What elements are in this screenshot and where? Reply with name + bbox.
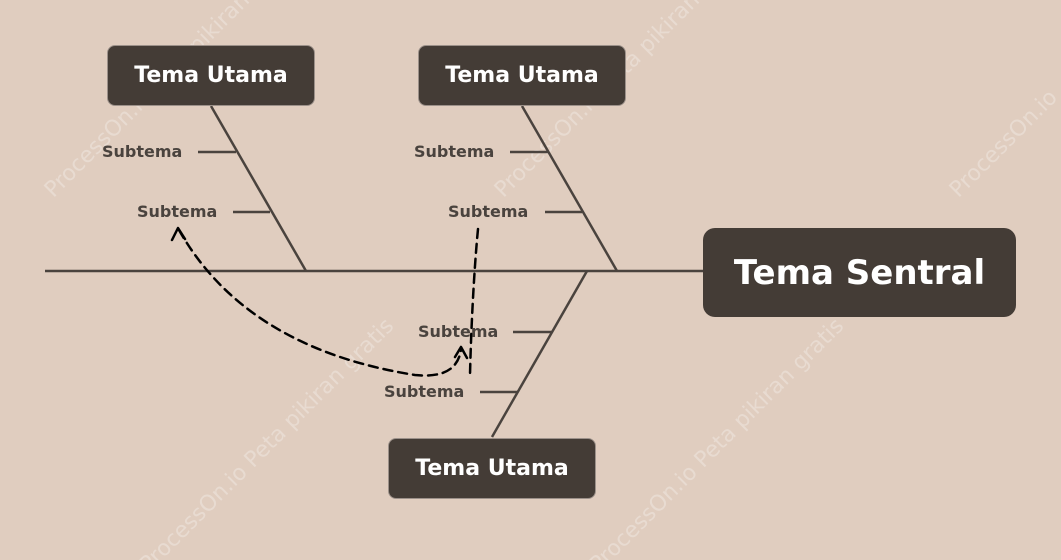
arrowhead [453,345,469,360]
main-topic-box[interactable]: Tema Utama [107,45,315,106]
arrowhead [170,226,187,242]
central-topic-box[interactable]: Tema Sentral [703,228,1016,317]
subtopic-label[interactable]: Subtema [137,202,218,221]
dashed-connector [177,228,463,377]
subtopic-label[interactable]: Subtema [418,322,499,341]
main-topic-box[interactable]: Tema Utama [388,438,596,499]
subtopic-label[interactable]: Subtema [102,142,183,161]
bone-line [209,105,308,272]
bone-line [490,270,589,438]
dashed-connector [468,227,480,377]
subtopic-label[interactable]: Subtema [414,142,495,161]
subtopic-label[interactable]: Subtema [384,382,465,401]
bone-line [520,105,619,272]
main-topic-box[interactable]: Tema Utama [418,45,626,106]
subtopic-label[interactable]: Subtema [448,202,529,221]
